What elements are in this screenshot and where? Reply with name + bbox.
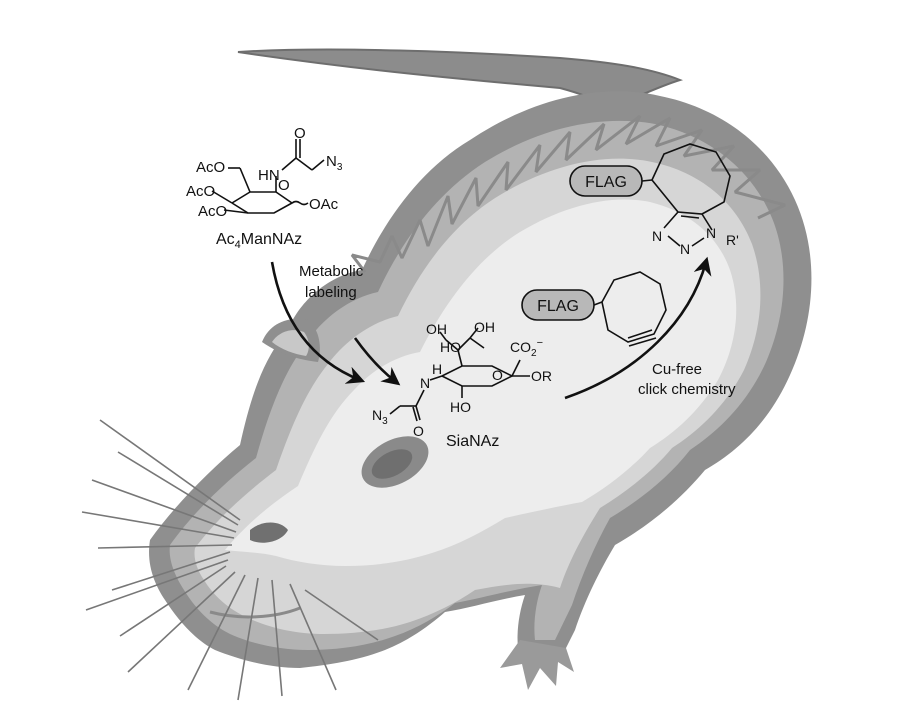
ac4mannaz-structure: O HN N3 AcO AcO AcO O OAc Ac4ManNAz (186, 125, 343, 251)
metabolic-labeling-line2: labeling (305, 284, 357, 301)
reagent-ring-bonds (593, 271, 667, 347)
mouse-mouth (209, 606, 301, 619)
sianaz-oh-2: OH (474, 319, 495, 335)
reagent-flag-label: FLAG (537, 298, 579, 315)
sianaz-co2: CO2− (510, 337, 543, 359)
sianaz-name: SiaNAz (446, 433, 499, 450)
mouse-paw (500, 640, 574, 690)
mouse-whiskers (81, 419, 379, 701)
mouse-fur-spikes (350, 114, 786, 273)
sianaz-structure: OH OH HO CO2− H N O OR HO N3 O SiaNAz (372, 319, 552, 450)
mouse-ear-inner (272, 330, 309, 356)
mouse-tail (237, 48, 684, 110)
mouse-eye-shade (371, 449, 413, 479)
sianaz-azide: N3 (372, 407, 388, 427)
product-n-3: N (706, 225, 716, 241)
ac4mannaz-azide: N3 (326, 153, 343, 173)
click-chemistry-line1: Cu-free (652, 361, 702, 378)
arrow-click (564, 256, 712, 400)
ac4mannaz-carbonyl-o: O (294, 125, 306, 142)
sianaz-n: N (420, 375, 430, 391)
sianaz-carbonyl-o: O (413, 423, 424, 439)
ac4mannaz-name: Ac4ManNAz (216, 231, 302, 251)
ac4mannaz-ring-o: O (278, 177, 290, 194)
metabolic-labeling-arrows: Metabolic labeling (270, 261, 401, 386)
product-r-prime: R' (726, 232, 739, 248)
product-ring-bonds (641, 143, 731, 247)
sianaz-oh-1: OH (426, 321, 447, 337)
product-n-1: N (652, 228, 662, 244)
sianaz-or: OR (531, 368, 552, 384)
ac4mannaz-aco-1: AcO (196, 159, 225, 176)
ac4mannaz-hn: HN (258, 167, 280, 184)
arrow-metabolic-1 (270, 261, 366, 384)
sianaz-ho-2: HO (450, 399, 471, 415)
product-n-2: N (680, 241, 690, 257)
metabolic-labeling-line1: Metabolic (299, 263, 364, 280)
ac4mannaz-bonds (211, 139, 325, 214)
ac4mannaz-aco-2: AcO (186, 183, 215, 200)
sianaz-bonds (389, 327, 530, 422)
ac4mannaz-aco-3: AcO (198, 203, 227, 220)
mouse-nostril (250, 522, 288, 543)
click-chemistry-arrow-group: Cu-free click chemistry (564, 256, 736, 400)
sianaz-ring-o: O (492, 367, 503, 383)
arrow-metabolic-2 (353, 337, 401, 386)
triazole-product: FLAG N N N R' (569, 143, 739, 257)
ac4mannaz-oac: OAc (309, 196, 339, 213)
cyclooctyne-reagent: FLAG (521, 271, 667, 347)
sianaz-ho-1: HO (440, 339, 461, 355)
product-flag-label: FLAG (585, 174, 627, 191)
sianaz-h: H (432, 361, 442, 377)
click-chemistry-line2: click chemistry (638, 381, 736, 398)
